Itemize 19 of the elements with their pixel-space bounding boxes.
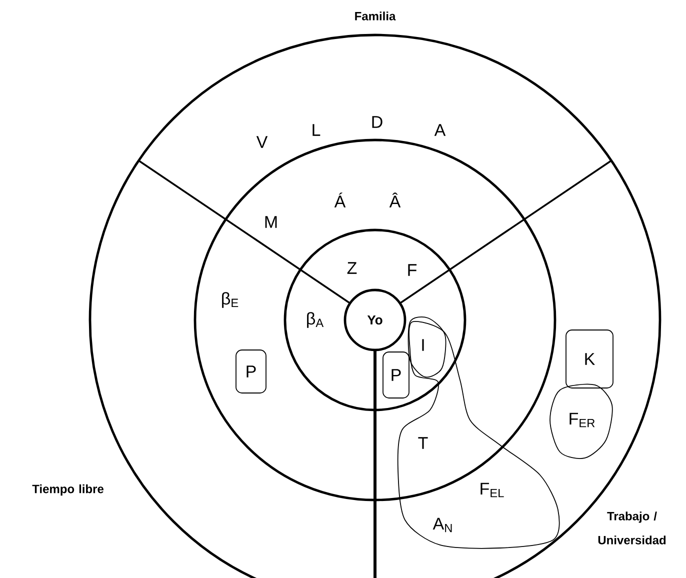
boxed-initial: K: [566, 330, 614, 388]
handwritten-initial: β$_{E}$: [222, 292, 238, 308]
handwritten-initial: Z: [347, 262, 357, 274]
section-label: Familia: [355, 12, 396, 20]
handwritten-initial: β$_{A}$: [307, 312, 324, 328]
handwritten-initial: D: [372, 116, 382, 128]
section-label: Tiempo libre: [32, 484, 104, 496]
circled-initials: I: [408, 316, 446, 378]
handwritten-initial: M: [265, 216, 277, 228]
handwritten-initial: V: [256, 136, 268, 148]
handwritten-initial: F: [408, 264, 417, 276]
handwritten-initial: L: [312, 124, 320, 136]
handwritten-initial: Á: [334, 192, 346, 208]
section-label: Trabajo / Universidad: [598, 512, 666, 544]
boxed-initial: P: [236, 350, 266, 394]
boxed-initial: P: [382, 352, 410, 398]
handwritten-initial: Â: [389, 192, 401, 208]
circled-initials: F$_{ER}$: [550, 384, 613, 459]
handwritten-initial: A: [434, 124, 446, 136]
